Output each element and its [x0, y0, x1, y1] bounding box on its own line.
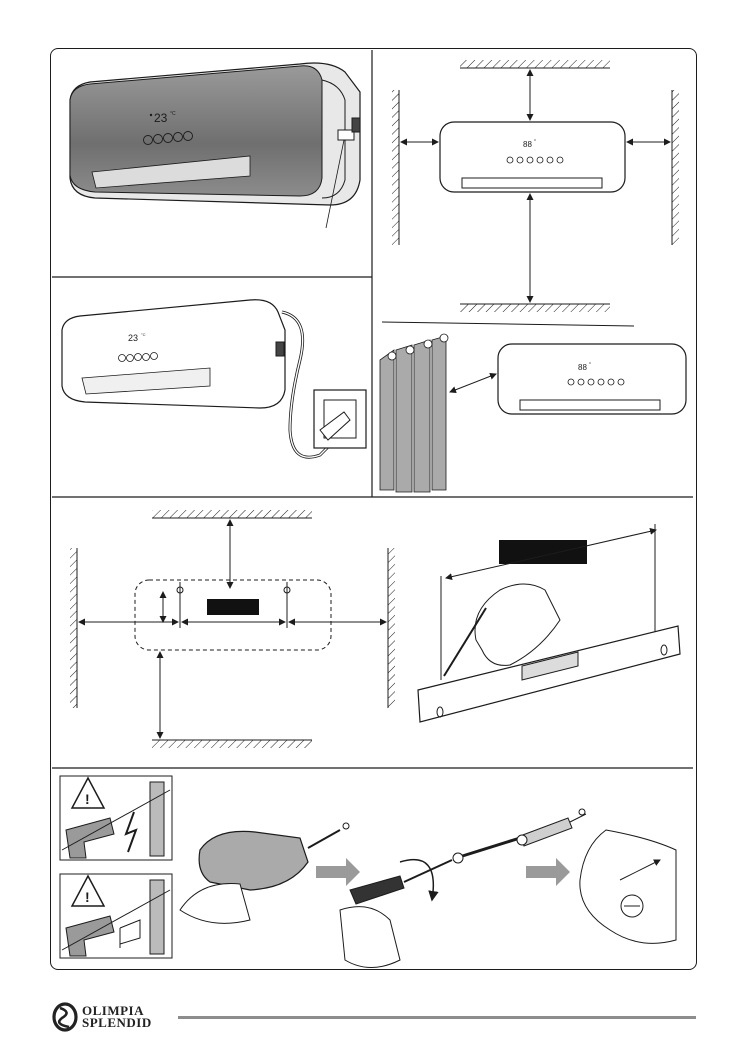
- level-marking-panel: [418, 524, 680, 722]
- brand-logo: OLIMPIA SPLENDID: [52, 1002, 152, 1032]
- mounting-template-panel: [70, 510, 395, 748]
- wall-anchor-icon: [517, 818, 572, 846]
- display-temperature: 23: [154, 111, 168, 125]
- svg-text:°: °: [589, 362, 591, 368]
- wall-clearance-panel: 88 °: [392, 60, 679, 312]
- display-unit: °C: [170, 111, 176, 117]
- svg-text:88: 88: [578, 363, 587, 372]
- brand-mark-icon: [52, 1002, 78, 1032]
- drilling-sequence-panel: ! !: [60, 776, 676, 968]
- svg-text:°C: °C: [141, 332, 146, 337]
- curtain-clearance-panel: 88 °: [380, 322, 686, 492]
- heater-perspective-panel: 23 °C: [70, 63, 360, 228]
- footer-rule: [178, 1016, 696, 1019]
- screwdriver-icon: [350, 860, 452, 904]
- screw-icon: [453, 838, 520, 863]
- brand-name-line2: SPLENDID: [82, 1017, 152, 1029]
- plug-socket-panel: 23 °C: [62, 300, 366, 457]
- dimension-label-box: [207, 599, 259, 615]
- pipe-icon: [150, 782, 164, 856]
- dimension-label-box-2: [499, 540, 587, 564]
- next-step-arrow: [316, 858, 360, 886]
- display-small: 88: [523, 140, 532, 149]
- svg-text:23: 23: [128, 333, 138, 343]
- svg-text:°: °: [534, 139, 536, 145]
- svg-text:!: !: [85, 889, 90, 905]
- svg-text:!: !: [85, 791, 90, 807]
- spirit-level-icon: [418, 626, 680, 722]
